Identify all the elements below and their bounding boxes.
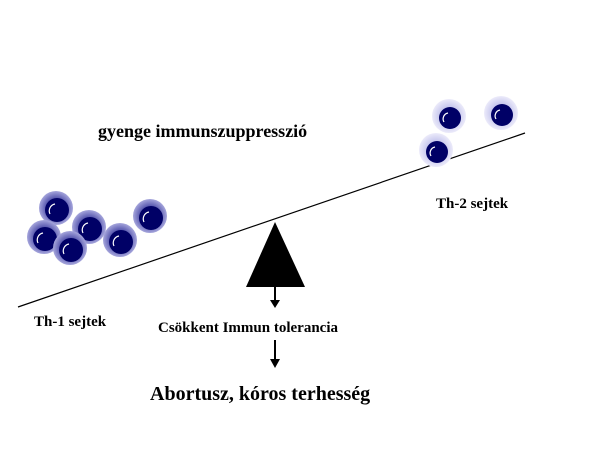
th2-cell-icon [484, 96, 518, 130]
outcome-label: Abortusz, kóros terhesség [150, 383, 371, 405]
th1-cell-cluster [27, 191, 167, 265]
th2-cell-cluster [419, 96, 518, 167]
arrow-to-outcome [270, 340, 280, 368]
th2-cell-icon [432, 99, 466, 133]
tolerance-label: Csökkent Immun tolerancia [158, 320, 339, 336]
th1-cell-icon [39, 191, 73, 225]
arrow-to-tolerance [270, 287, 280, 308]
th1-label: Th-1 sejtek [34, 314, 107, 330]
diagram-title: gyenge immunszuppresszió [98, 121, 308, 141]
fulcrum-triangle-icon [246, 222, 305, 287]
th2-label: Th-2 sejtek [436, 196, 509, 212]
th2-cell-icon [419, 133, 453, 167]
th1-cell-icon [133, 199, 167, 233]
th1-cell-icon [103, 223, 137, 257]
th1-cell-icon [53, 231, 87, 265]
th1-cell-icon [27, 220, 61, 254]
